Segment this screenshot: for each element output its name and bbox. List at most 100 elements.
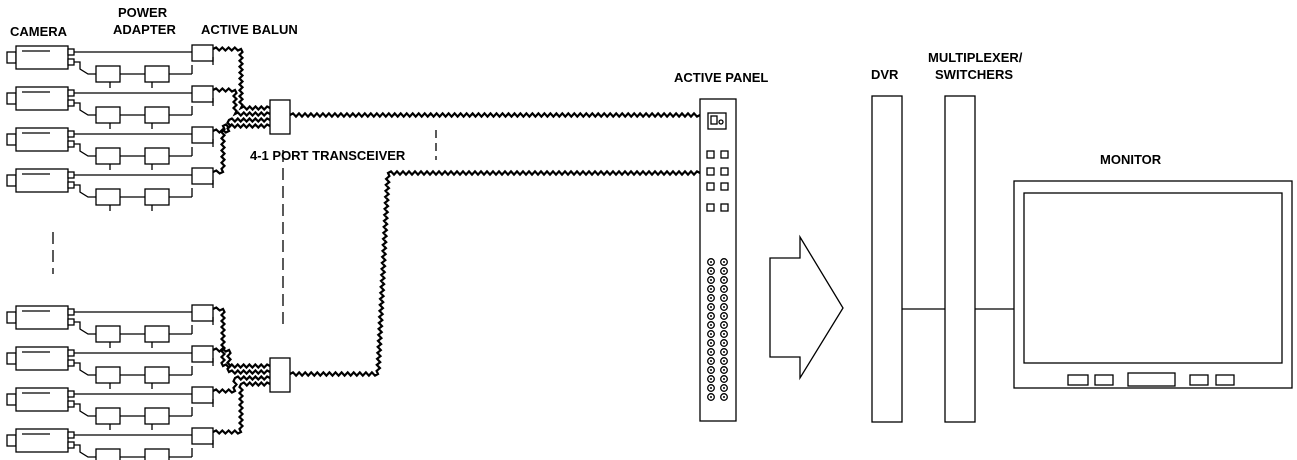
bnc-pin	[710, 270, 712, 272]
active-balun	[191, 167, 214, 185]
bnc-pin	[723, 297, 725, 299]
bnc-pin	[723, 270, 725, 272]
camera-body	[15, 45, 69, 70]
monitor	[1013, 180, 1293, 389]
power-adapter	[144, 106, 170, 124]
camera-body	[15, 387, 69, 412]
label-transceiver: 4-1 PORT TRANSCEIVER	[250, 148, 406, 163]
active-balun	[191, 386, 214, 404]
active-balun	[191, 85, 214, 103]
camera-lens	[6, 51, 17, 64]
panel-port	[720, 203, 729, 212]
power-line	[74, 143, 96, 157]
bnc-pin	[710, 261, 712, 263]
panel-port	[706, 150, 715, 159]
panel-bnc-connectors	[707, 258, 728, 401]
twisted-pair-cable	[212, 116, 271, 135]
label-dvr: DVR	[871, 67, 899, 82]
camera-body	[15, 346, 69, 371]
bnc-pin	[710, 306, 712, 308]
power-adapter	[95, 188, 121, 206]
camera-body	[15, 168, 69, 193]
bnc-pin	[710, 351, 712, 353]
flow-arrow	[769, 234, 844, 381]
camera-lens	[6, 393, 17, 406]
camera-unit	[6, 44, 214, 88]
camera-unit	[6, 85, 214, 129]
bnc-pin	[723, 342, 725, 344]
twisted-pair-cable	[212, 374, 271, 395]
camera-body	[15, 127, 69, 152]
label-multiplexer-2: SWITCHERS	[935, 67, 1013, 82]
power-line	[74, 102, 96, 116]
camera-lens	[6, 92, 17, 105]
power-line	[74, 61, 96, 75]
monitor-button	[1094, 374, 1114, 386]
monitor-button	[1067, 374, 1089, 386]
label-monitor: MONITOR	[1100, 152, 1162, 167]
power-adapter	[144, 407, 170, 425]
panel-port	[720, 182, 729, 191]
transceiver-bottom	[269, 357, 291, 393]
bnc-pin	[723, 360, 725, 362]
power-adapter	[95, 106, 121, 124]
bnc-pin	[710, 297, 712, 299]
active-balun	[191, 126, 214, 144]
power-adapter	[95, 65, 121, 83]
bnc-pin	[710, 324, 712, 326]
bnc-pin	[723, 261, 725, 263]
power-adapter	[95, 366, 121, 384]
bnc-pin	[723, 279, 725, 281]
label-power-1: POWER	[118, 5, 168, 20]
power-adapter	[95, 448, 121, 460]
panel-port	[706, 203, 715, 212]
power-line	[74, 444, 96, 458]
panel-port	[720, 167, 729, 176]
bnc-pin	[723, 396, 725, 398]
panel-ports	[706, 150, 729, 212]
active-balun	[191, 345, 214, 363]
twisted-pair-cable	[212, 86, 271, 118]
monitor-button	[1215, 374, 1235, 386]
camera-rows	[6, 44, 214, 460]
bnc-pin	[710, 369, 712, 371]
bnc-pin	[723, 369, 725, 371]
label-camera: CAMERA	[10, 24, 68, 39]
bnc-pin	[723, 387, 725, 389]
camera-unit	[6, 167, 214, 211]
bnc-pin	[710, 315, 712, 317]
trunk-cable-top	[289, 111, 701, 119]
power-adapter	[144, 188, 170, 206]
twisted-pair-cable	[212, 346, 271, 376]
label-multiplexer-1: MULTIPLEXER/	[928, 50, 1023, 65]
power-line	[74, 321, 96, 335]
twisted-pair-cable	[212, 306, 271, 370]
power-adapter	[144, 325, 170, 343]
camera-lens	[6, 352, 17, 365]
camera-unit	[6, 345, 214, 389]
active-balun	[191, 304, 214, 322]
power-line	[74, 362, 96, 376]
bnc-pin	[723, 306, 725, 308]
power-adapter	[144, 448, 170, 460]
cables	[212, 45, 701, 436]
bnc-pin	[723, 378, 725, 380]
camera-body	[15, 86, 69, 111]
camera-lens	[6, 174, 17, 187]
multiplexer-unit	[944, 95, 976, 423]
transceiver-top	[269, 99, 291, 135]
bnc-pin	[710, 360, 712, 362]
active-panel	[699, 98, 737, 422]
camera-unit	[6, 126, 214, 170]
panel-port	[720, 150, 729, 159]
twisted-pair-cable	[212, 45, 271, 112]
panel-port	[706, 182, 715, 191]
label-active-balun: ACTIVE BALUN	[201, 22, 298, 37]
bnc-pin	[710, 387, 712, 389]
bnc-pin	[723, 351, 725, 353]
bnc-pin	[723, 315, 725, 317]
twisted-pair-cable	[212, 380, 271, 436]
power-adapter	[144, 366, 170, 384]
bnc-pin	[710, 288, 712, 290]
